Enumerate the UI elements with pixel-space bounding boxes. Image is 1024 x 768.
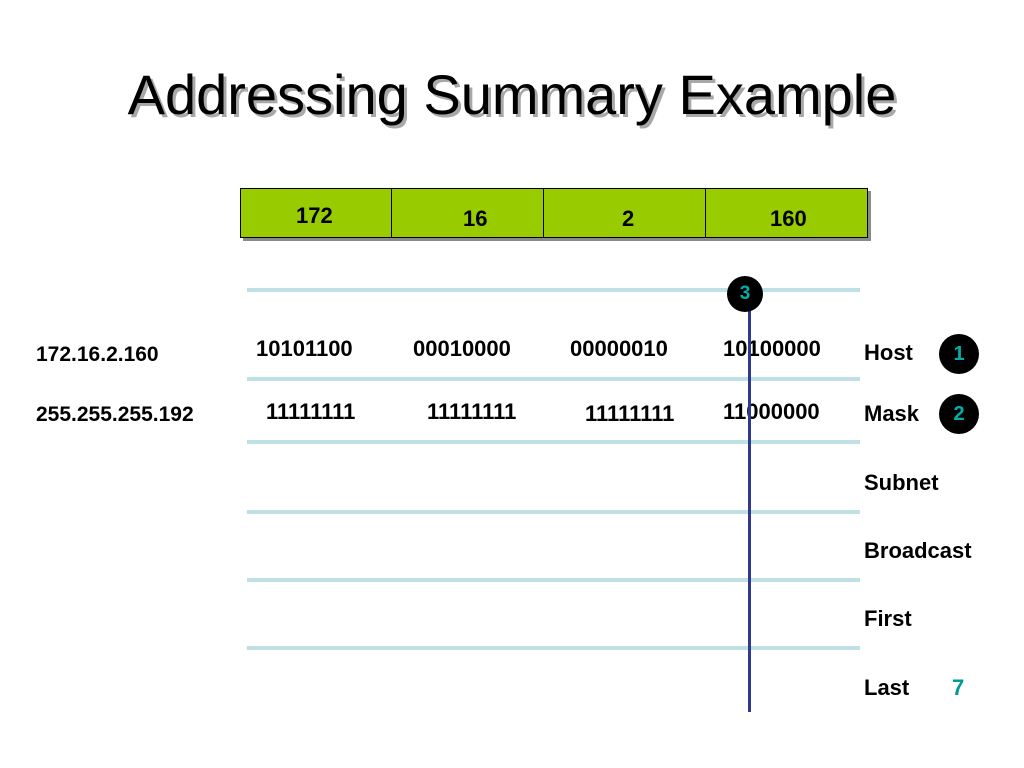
octet-box-4: 160 bbox=[705, 188, 868, 238]
mask-binary-octet-4: 11000000 bbox=[723, 399, 820, 424]
octet-label-1: 172 bbox=[296, 203, 333, 228]
mask-binary-octet-1: 11111111 bbox=[266, 399, 356, 424]
slide-title: Addressing Summary Example bbox=[127, 63, 897, 126]
mask-ip-address: 255.255.255.192 bbox=[36, 403, 194, 426]
row-label-broadcast: Broadcast bbox=[864, 538, 972, 563]
badge-mask: 2 bbox=[939, 394, 979, 434]
octet-label-3: 2 bbox=[622, 206, 635, 231]
badge-host: 1 bbox=[939, 334, 979, 374]
host-binary-octet-2: 00010000 bbox=[413, 336, 511, 361]
divider-line bbox=[247, 646, 860, 650]
host-binary-octet-1: 10101100 bbox=[256, 336, 353, 361]
divider-line bbox=[247, 510, 860, 514]
divider-line bbox=[247, 288, 860, 292]
row-label-last: Last bbox=[864, 675, 910, 700]
divider-line bbox=[247, 578, 860, 582]
divider-line bbox=[247, 440, 860, 444]
subnet-boundary-line bbox=[748, 282, 751, 712]
octet-label-2: 16 bbox=[463, 206, 488, 231]
host-binary-octet-3: 00000010 bbox=[570, 336, 668, 361]
row-label-mask: Mask bbox=[864, 401, 920, 426]
octet-box-3: 2 bbox=[543, 188, 706, 238]
row-label-host: Host bbox=[864, 340, 913, 365]
badge-boundary: 3 bbox=[727, 276, 763, 312]
mask-binary-octet-2: 11111111 bbox=[427, 399, 517, 424]
host-binary-octet-4: 10100000 bbox=[723, 336, 821, 361]
step-count: 7 bbox=[952, 675, 965, 700]
row-label-first: First bbox=[864, 606, 912, 631]
octet-bar: 172 16 2 160 bbox=[240, 188, 868, 238]
divider-line bbox=[247, 377, 860, 381]
octet-label-4: 160 bbox=[770, 206, 807, 231]
row-label-subnet: Subnet bbox=[864, 470, 939, 495]
mask-binary-octet-3: 11111111 bbox=[585, 401, 675, 426]
host-ip-address: 172.16.2.160 bbox=[36, 343, 159, 366]
octet-box-1: 172 bbox=[240, 188, 392, 238]
octet-box-2: 16 bbox=[391, 188, 544, 238]
